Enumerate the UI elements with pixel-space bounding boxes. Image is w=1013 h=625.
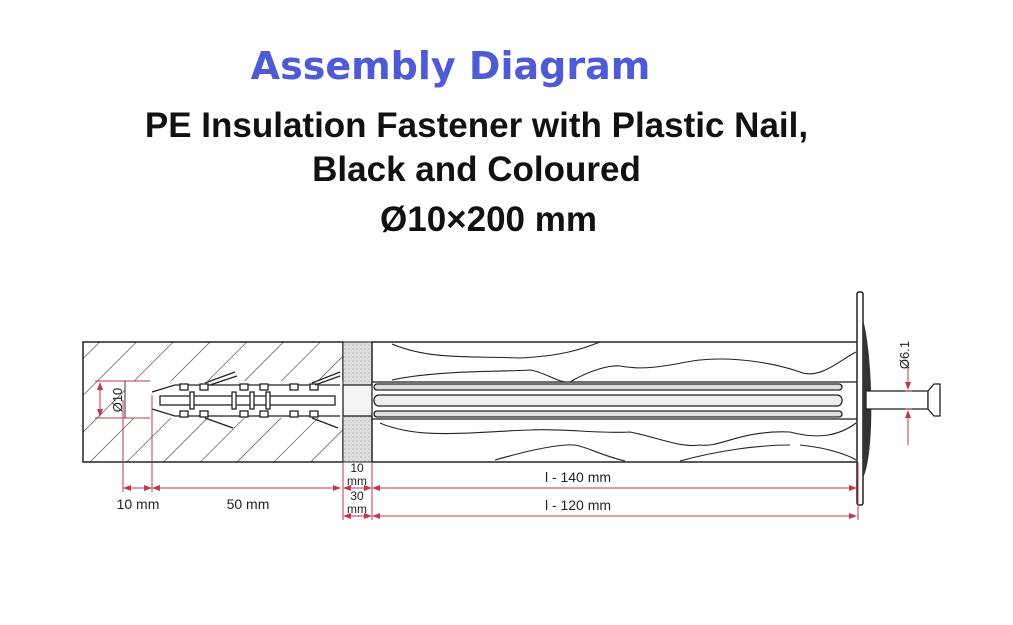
fastener-shaft [342, 381, 859, 420]
dowel-expansion-zone [151, 371, 341, 429]
plastic-nail-head [865, 383, 941, 417]
nail-diameter-label: Ø6.1 [897, 341, 912, 369]
tip-length-label: 10 mm [117, 496, 160, 512]
plaster-min-value: 10 [350, 461, 364, 475]
plaster-max-value: 30 [350, 489, 364, 503]
plaster-min-unit: mm [347, 474, 367, 488]
dimension-labels: Ø10 Ø6.1 10 mm 50 mm 10 mm 30 mm l - 140… [110, 341, 912, 516]
product-size: Ø10×200 mm [380, 200, 597, 239]
diagram-title: Assembly Diagram [250, 44, 651, 88]
product-name-line1: PE Insulation Fastener with Plastic Nail… [144, 106, 809, 145]
hole-diameter-label: Ø10 [110, 388, 125, 413]
dimension-lines [95, 362, 912, 520]
insulation-max-label: l - 140 mm [545, 469, 611, 485]
plaster-max-unit: mm [347, 502, 367, 516]
product-name-line2: Black and Coloured [312, 150, 641, 189]
anchorage-depth-label: 50 mm [227, 496, 270, 512]
insulation-min-label: l - 120 mm [545, 497, 611, 513]
